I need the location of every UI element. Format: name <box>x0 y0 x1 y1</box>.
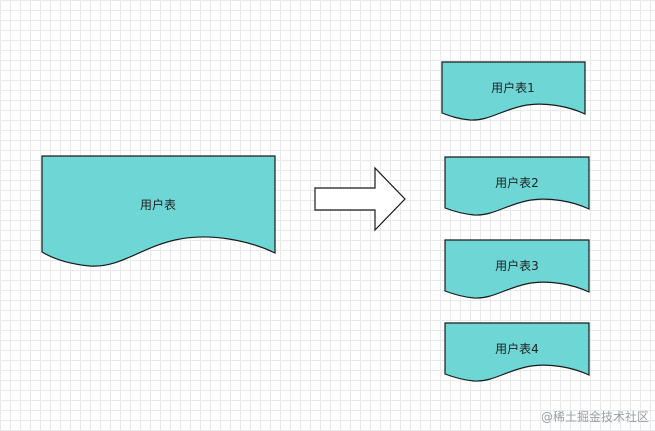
target-table-label-1: 用户表1 <box>491 80 535 95</box>
source-table-shape[interactable]: 用户表 <box>41 155 276 267</box>
source-table-body <box>41 155 276 267</box>
target-table-label-4: 用户表4 <box>495 341 539 356</box>
target-table-label-2: 用户表2 <box>495 175 539 190</box>
arrow-right-icon <box>314 166 406 232</box>
target-table-shape-1[interactable]: 用户表1 <box>441 61 586 121</box>
split-arrow <box>314 166 406 232</box>
watermark: @稀土掘金技术社区 <box>540 410 649 424</box>
target-table-shape-4[interactable]: 用户表4 <box>444 322 590 382</box>
target-table-body-1 <box>441 61 586 121</box>
target-table-shape-3[interactable]: 用户表3 <box>444 239 590 299</box>
source-table-label: 用户表 <box>140 197 176 212</box>
target-table-body-2 <box>444 156 590 216</box>
target-table-label-3: 用户表3 <box>495 258 539 273</box>
target-table-body-3 <box>444 239 590 299</box>
target-table-shape-2[interactable]: 用户表2 <box>444 156 590 216</box>
target-table-body-4 <box>444 322 590 382</box>
